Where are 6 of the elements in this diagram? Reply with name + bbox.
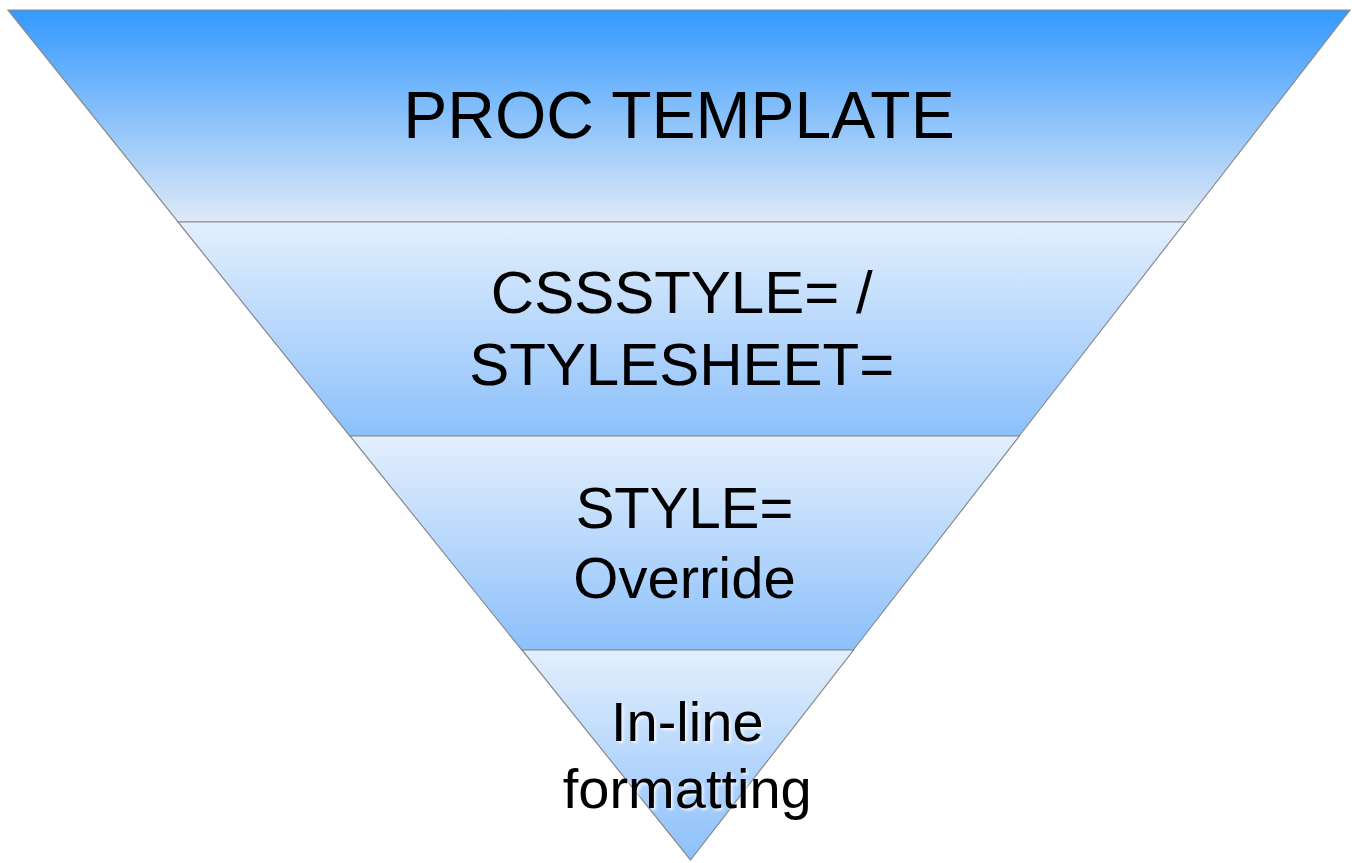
band-label: CSSSTYLE= / STYLESHEET=: [468, 258, 896, 400]
band-label: STYLE= Override: [572, 474, 797, 612]
band-label: PROC TEMPLATE: [403, 77, 955, 155]
funnel-band: [178, 222, 1186, 436]
band-label: In-line formatting: [561, 688, 813, 822]
funnel-band: [8, 10, 1350, 222]
